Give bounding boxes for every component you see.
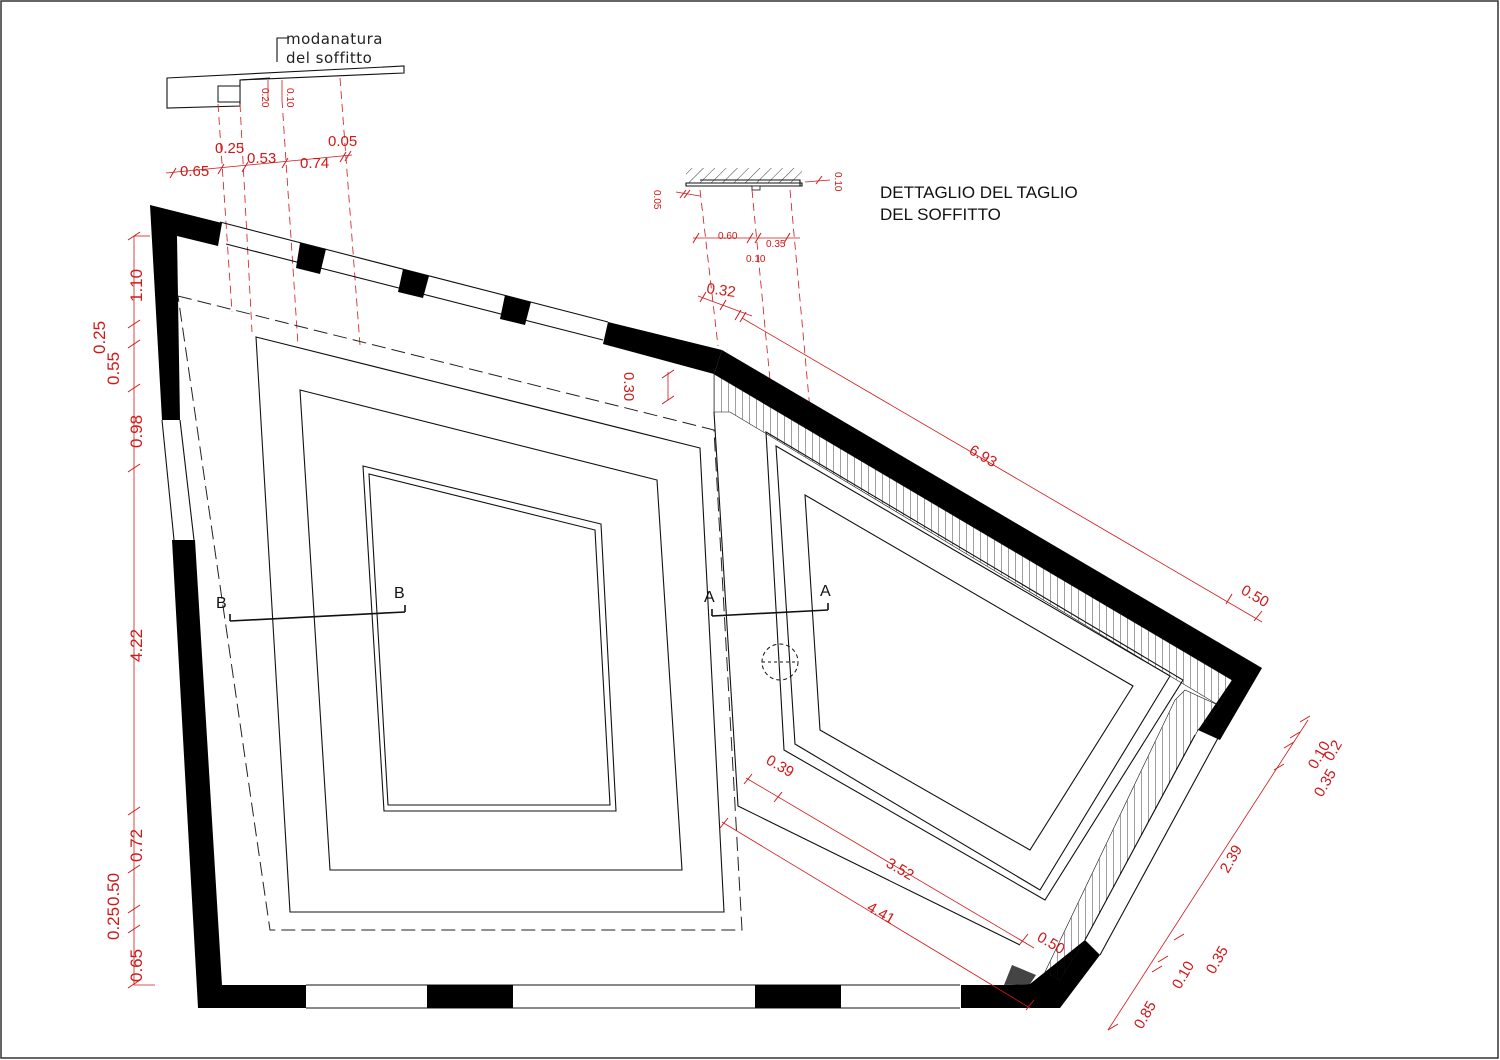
dim-010b: 0.10 [1169,958,1198,992]
title-line2: DEL SOFFITTO [880,205,1001,224]
left-room-ceiling [177,295,743,931]
title-line1: DETTAGLIO DEL TAGLIO [880,183,1078,202]
left-dimension-chain: 1.10 0.25 0.55 0.98 4.22 0.72 0.50 0.25 … [90,231,155,989]
top-dim-005: 0.05 [328,133,357,150]
ceiling-cut-detail: 0.05 0.10 0.60 0.35 0.10 [651,168,843,411]
detail-dim-035: 0.35 [766,239,786,250]
dim-050-top: 0.50 [1238,582,1272,611]
right-room-ceiling [713,411,1184,946]
dim-693: 6.93 [966,442,1000,471]
dim-441: 4.41 [864,899,898,928]
detail-dim-010-bottom: 0.10 [746,254,766,265]
left-dim-422: 4.22 [127,629,146,662]
dim-085: 0.85 [1131,998,1160,1032]
left-dim-055: 0.55 [104,352,123,385]
molding-detail: modanatura del soffitto 0.20 0.10 [166,30,405,109]
molding-label-line2: del soffitto [286,49,372,67]
dim-035-top: 0.35 [1311,766,1340,800]
section-a-right: A [820,583,831,600]
section-a-left: A [704,589,715,606]
left-dim-050: 0.50 [104,873,123,906]
hatched-strip-top [713,373,1233,707]
dim-030: 0.30 [620,372,637,401]
top-dim-025: 0.25 [215,140,244,157]
molding-dim-010: 0.10 [284,88,295,108]
top-dim-074: 0.74 [300,155,329,172]
left-dim-025: 0.25 [90,321,109,354]
dim-035b: 0.35 [1203,943,1232,977]
molding-dim-020: 0.20 [259,88,270,108]
section-b-left: B [216,595,227,612]
left-dim-065: 0.65 [127,949,146,982]
left-dim-098: 0.98 [127,415,146,448]
left-dim-025b: 0.25 [104,907,123,940]
detail-dim-010-right: 0.10 [832,172,843,192]
left-dim-110: 1.10 [127,269,146,302]
dim-039: 0.39 [763,752,797,781]
section-b-right: B [394,585,405,602]
top-dim-053: 0.53 [247,150,276,167]
molding-label-line1: modanatura [286,30,383,48]
left-dim-072: 0.72 [127,829,146,862]
dim-239: 2.39 [1217,842,1246,876]
section-markers: B B A A [216,583,831,622]
hatched-strip-right [1044,689,1221,981]
top-dimension-chain: 0.65 0.25 0.53 0.74 0.05 [165,77,361,346]
detail-dim-005: 0.05 [651,190,662,210]
detail-dim-060: 0.60 [718,231,738,242]
top-dim-065: 0.65 [180,163,209,180]
dim-032: 0.32 [705,280,736,301]
